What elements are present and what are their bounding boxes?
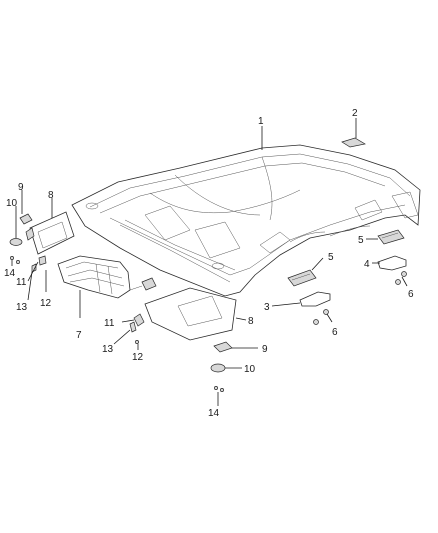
clip-6-center	[313, 309, 329, 325]
callout-9a: 9	[18, 182, 24, 193]
callout-3: 3	[264, 302, 270, 313]
callout-14a: 14	[4, 268, 16, 279]
callout-8b: 8	[248, 316, 254, 327]
callout-5a: 5	[358, 235, 364, 246]
callout-8a: 8	[48, 190, 54, 201]
callout-7: 7	[76, 330, 82, 341]
callout-10a: 10	[6, 198, 18, 209]
callout-12a: 12	[40, 298, 52, 309]
callout-2: 2	[352, 108, 358, 119]
grab-handle-bezel-lower	[287, 269, 317, 287]
visor-clip-right	[129, 313, 233, 392]
callout-5b: 5	[328, 252, 334, 263]
sun-visor-right	[144, 287, 237, 341]
sun-visor-left	[25, 211, 75, 255]
clip-6-right	[395, 271, 407, 285]
visor-clip-left	[9, 213, 47, 273]
callout-numbers: 1 2 3 4 5 5 6 6 7 8 8 9 9 10 10 11 11 12…	[4, 108, 414, 419]
callout-11b: 11	[104, 318, 115, 329]
grab-handle-bezel-upper	[377, 229, 405, 245]
assist-handle-4	[377, 255, 407, 271]
callout-1: 1	[258, 116, 264, 127]
callout-12b: 12	[132, 352, 144, 363]
clip-part-2	[341, 137, 366, 148]
callout-14b: 14	[208, 408, 220, 419]
callout-11a: 11	[16, 277, 27, 288]
leader-lines	[11, 118, 408, 406]
callout-6a: 6	[408, 289, 414, 300]
overhead-console	[57, 255, 157, 299]
callout-6b: 6	[332, 327, 338, 338]
headliner-panel	[71, 144, 421, 297]
callout-13b: 13	[102, 344, 114, 355]
callout-13a: 13	[16, 302, 28, 313]
assist-handle-3	[299, 291, 331, 307]
callout-4: 4	[364, 259, 370, 270]
callout-10b: 10	[244, 364, 256, 375]
callout-9b: 9	[262, 344, 268, 355]
